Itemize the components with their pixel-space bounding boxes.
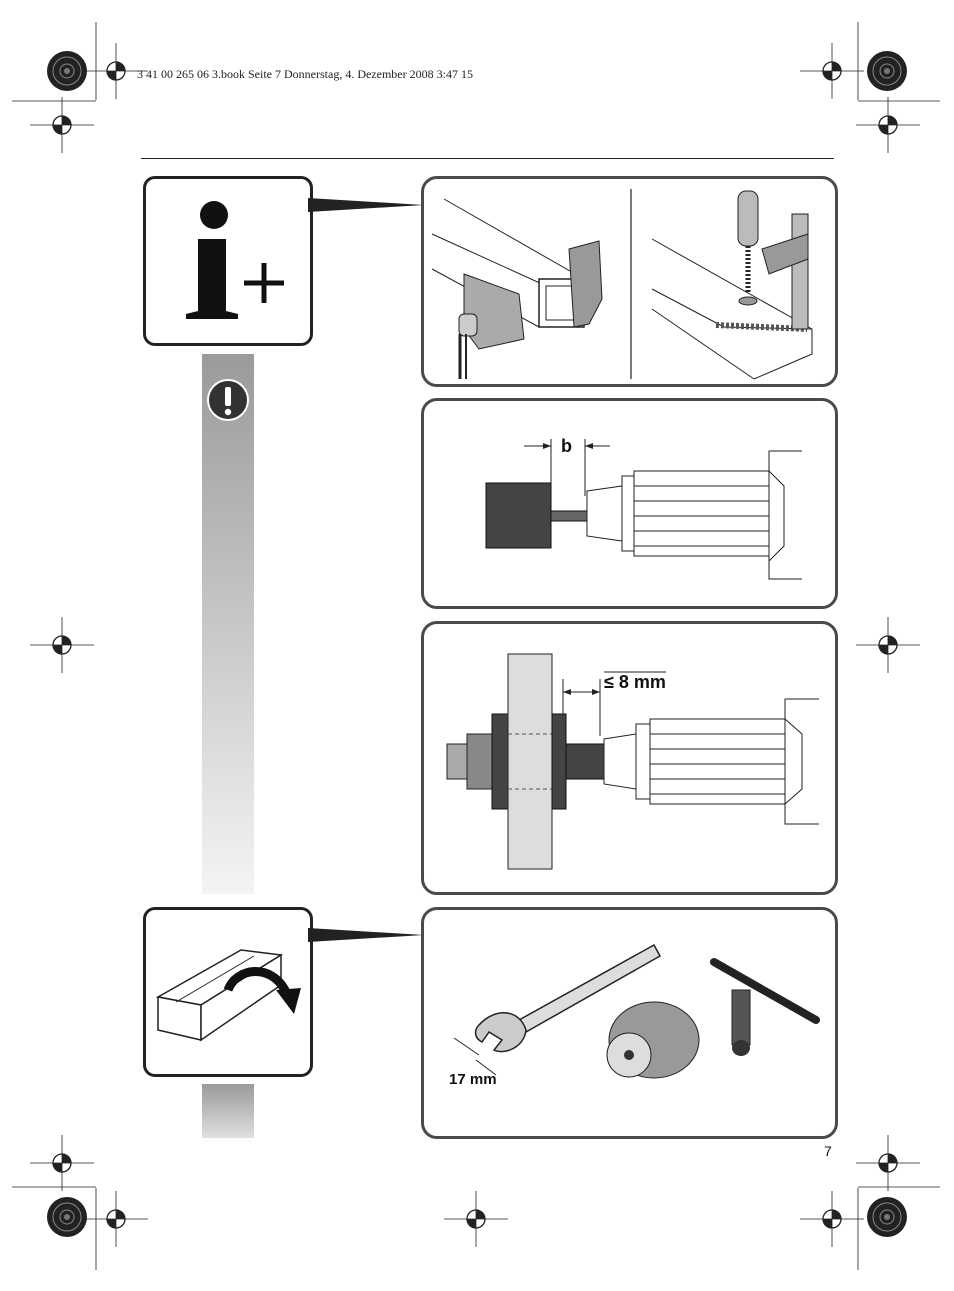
label-17mm: 17 mm — [449, 1071, 497, 1088]
grinding-wheel-distance-illustration: b — [485, 436, 802, 580]
panel-max-8mm: ≤ 8 mm — [421, 621, 838, 895]
label-b: b — [561, 436, 572, 456]
page-number: 7 — [824, 1143, 832, 1159]
vise-clamp-illustration — [431, 189, 813, 380]
pointer-wedge — [308, 928, 424, 942]
gradient-bar — [202, 354, 254, 894]
info-icon-box — [143, 176, 313, 346]
wheel-mounting-illustration: ≤ 8 mm — [446, 653, 819, 870]
label-max-8mm: ≤ 8 mm — [604, 672, 666, 692]
rotate-arrow-icon — [155, 949, 301, 1042]
exclamation-icon — [207, 379, 249, 421]
header-rule — [141, 158, 834, 159]
panel-vise-clamp — [421, 176, 838, 387]
panel-tools: 17 mm — [421, 907, 838, 1139]
pointer-wedge — [308, 198, 424, 212]
i-plus-icon — [186, 201, 284, 319]
flip-icon-box — [143, 907, 313, 1077]
tools-illustration: 17 mm — [449, 943, 820, 1088]
gradient-bar-bottom — [202, 1084, 254, 1138]
panel-distance-b: b — [421, 398, 838, 609]
header-line: 3 41 00 265 06 3.book Seite 7 Donnerstag… — [137, 67, 473, 81]
